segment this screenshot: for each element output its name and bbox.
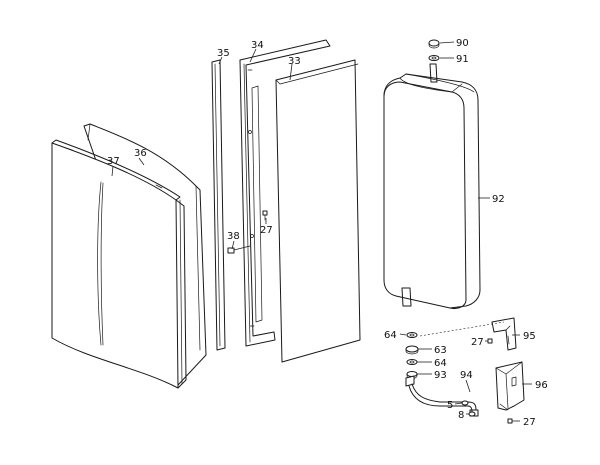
part-27-screw-upper	[262, 210, 268, 221]
part-27-screw-middle	[487, 338, 493, 344]
label-92: 92	[492, 194, 505, 205]
label-5: 5	[447, 400, 453, 411]
leader-lines	[111, 41, 532, 422]
part-27-screw-lower	[507, 418, 513, 424]
part-34-frame	[239, 39, 331, 347]
part-95-bracket	[491, 317, 517, 351]
part-8-washer	[468, 411, 476, 417]
label-27-upper: 27	[260, 225, 273, 236]
label-90: 90	[456, 38, 469, 49]
part-35-side-strip	[211, 59, 226, 351]
label-91: 91	[456, 54, 469, 65]
part-37-front-cover	[51, 139, 187, 389]
label-27-middle: 27	[471, 337, 484, 348]
label-64-lower: 64	[434, 358, 447, 369]
part-92-expansion-tank	[383, 63, 481, 309]
label-96: 96	[535, 380, 548, 391]
label-95: 95	[523, 331, 536, 342]
label-63: 63	[434, 345, 447, 356]
label-8: 8	[458, 410, 464, 421]
label-37: 37	[107, 156, 120, 167]
label-35: 35	[217, 48, 230, 59]
label-94: 94	[460, 370, 473, 381]
label-64-upper: 64	[384, 330, 397, 341]
part-5-screw	[461, 400, 469, 406]
part-64-washer-lower	[406, 359, 418, 365]
part-96-bracket	[495, 361, 525, 411]
label-38: 38	[227, 231, 240, 242]
part-94-pipe	[405, 375, 479, 417]
label-34: 34	[251, 40, 264, 51]
label-93: 93	[434, 370, 447, 381]
label-27-lower: 27	[523, 417, 536, 428]
label-33: 33	[288, 56, 301, 67]
part-91-washer	[428, 55, 440, 61]
label-36: 36	[134, 148, 147, 159]
part-64-washer-upper	[406, 332, 418, 338]
part-33-panel	[275, 59, 361, 363]
part-90-nut	[428, 39, 440, 49]
part-labels: 35 34 33 36 37 38 27 90 91 92 64 63 64 9…	[107, 38, 548, 428]
part-63-nut	[405, 345, 419, 355]
